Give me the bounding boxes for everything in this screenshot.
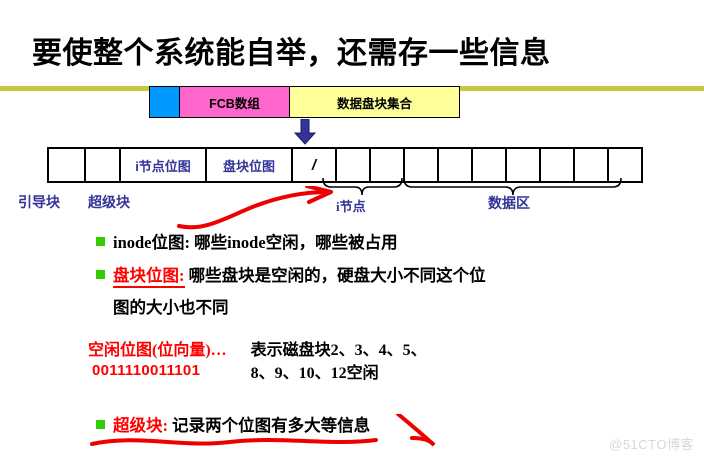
bullet-super-block: 超级块: 记录两个位图有多大等信息 [96,413,370,439]
colorbar-segment-data-block-set: 数据盘块集合 [289,87,459,117]
block-cell-data-2 [471,149,505,181]
bullet-disk-bitmap-body: 哪些盘块是空闲的，硬盘大小不同这个位 [184,266,486,285]
colorbar-segment-boot [150,87,179,117]
bullet-disk-bitmap-continuation: 图的大小也不同 [113,298,229,317]
bullet-disk-bitmap-text: 盘块位图: 哪些盘块是空闲的，硬盘大小不同这个位 [113,263,486,289]
block-cell-data-5 [573,149,607,181]
label-data-region: 数据区 [488,197,530,212]
bullet-square-icon [96,270,105,279]
site-watermark: @51CTO博客 [609,437,694,452]
label-super-block: 超级块 [88,196,130,211]
label-boot-block: 引导块 [18,196,60,211]
bullet-inode-bitmap-body: 哪些inode空闲，哪些被占用 [190,233,398,252]
disk-layout-block-row: i节点位图 盘块位图 / [47,147,643,183]
block-cell-data-6 [607,149,641,181]
block-cell-disk-bitmap: 盘块位图 [205,149,291,181]
label-inode-region: i节点 [336,199,366,214]
bullet-super-block-text: 超级块: 记录两个位图有多大等信息 [113,413,370,439]
block-cell-inode-bitmap: i节点位图 [119,149,205,181]
free-bitmap-caption: 空闲位图(位向量)… [88,342,227,359]
bullet-disk-bitmap: 盘块位图: 哪些盘块是空闲的，硬盘大小不同这个位 [96,263,486,289]
free-bitmap-explanation: 表示磁盘块2、3、4、5、 8、9、10、12空闲 [241,339,427,385]
block-cell-data-1 [437,149,471,181]
filesystem-colorbar: FCB数组 数据盘块集合 [149,86,460,118]
block-cell-super [84,149,119,181]
free-bitmap-explain-line-1: 表示磁盘块2、3、4、5、 [250,342,427,359]
free-bitmap-left-column: 空闲位图(位向量)… 0011110011101 [88,339,227,385]
bullet-super-block-body: 记录两个位图有多大等信息 [168,416,371,435]
bullet-super-block-lead: 超级块: [113,416,168,435]
bullet-square-icon [96,420,105,429]
page-title: 要使整个系统能自举，还需存一些信息 [32,37,551,70]
free-bitmap-example: 空闲位图(位向量)… 0011110011101 表示磁盘块2、3、4、5、 8… [88,339,427,385]
bullet-inode-bitmap: inode位图: 哪些inode空闲，哪些被占用 [96,230,398,256]
colorbar-segment-fcb-array: FCB数组 [179,87,289,117]
block-cell-inode-3 [403,149,437,181]
bullet-inode-bitmap-lead: inode位图: [113,233,191,252]
down-arrow-icon [294,119,316,145]
block-cell-data-4 [539,149,573,181]
red-annotation-arrow-to-inode [177,186,333,230]
block-cell-root-inode: / [291,149,335,181]
bullet-square-icon [96,237,105,246]
bullet-disk-bitmap-lead: 盘块位图: [113,266,185,288]
free-bitmap-explain-line-2: 8、9、10、12空闲 [250,365,379,382]
block-cell-boot [49,149,84,181]
block-cell-inode-1 [335,149,369,181]
free-bitmap-bits: 0011110011101 [92,362,201,379]
block-cell-inode-2 [369,149,403,181]
block-cell-data-3 [505,149,539,181]
bullet-inode-bitmap-text: inode位图: 哪些inode空闲，哪些被占用 [113,230,398,256]
